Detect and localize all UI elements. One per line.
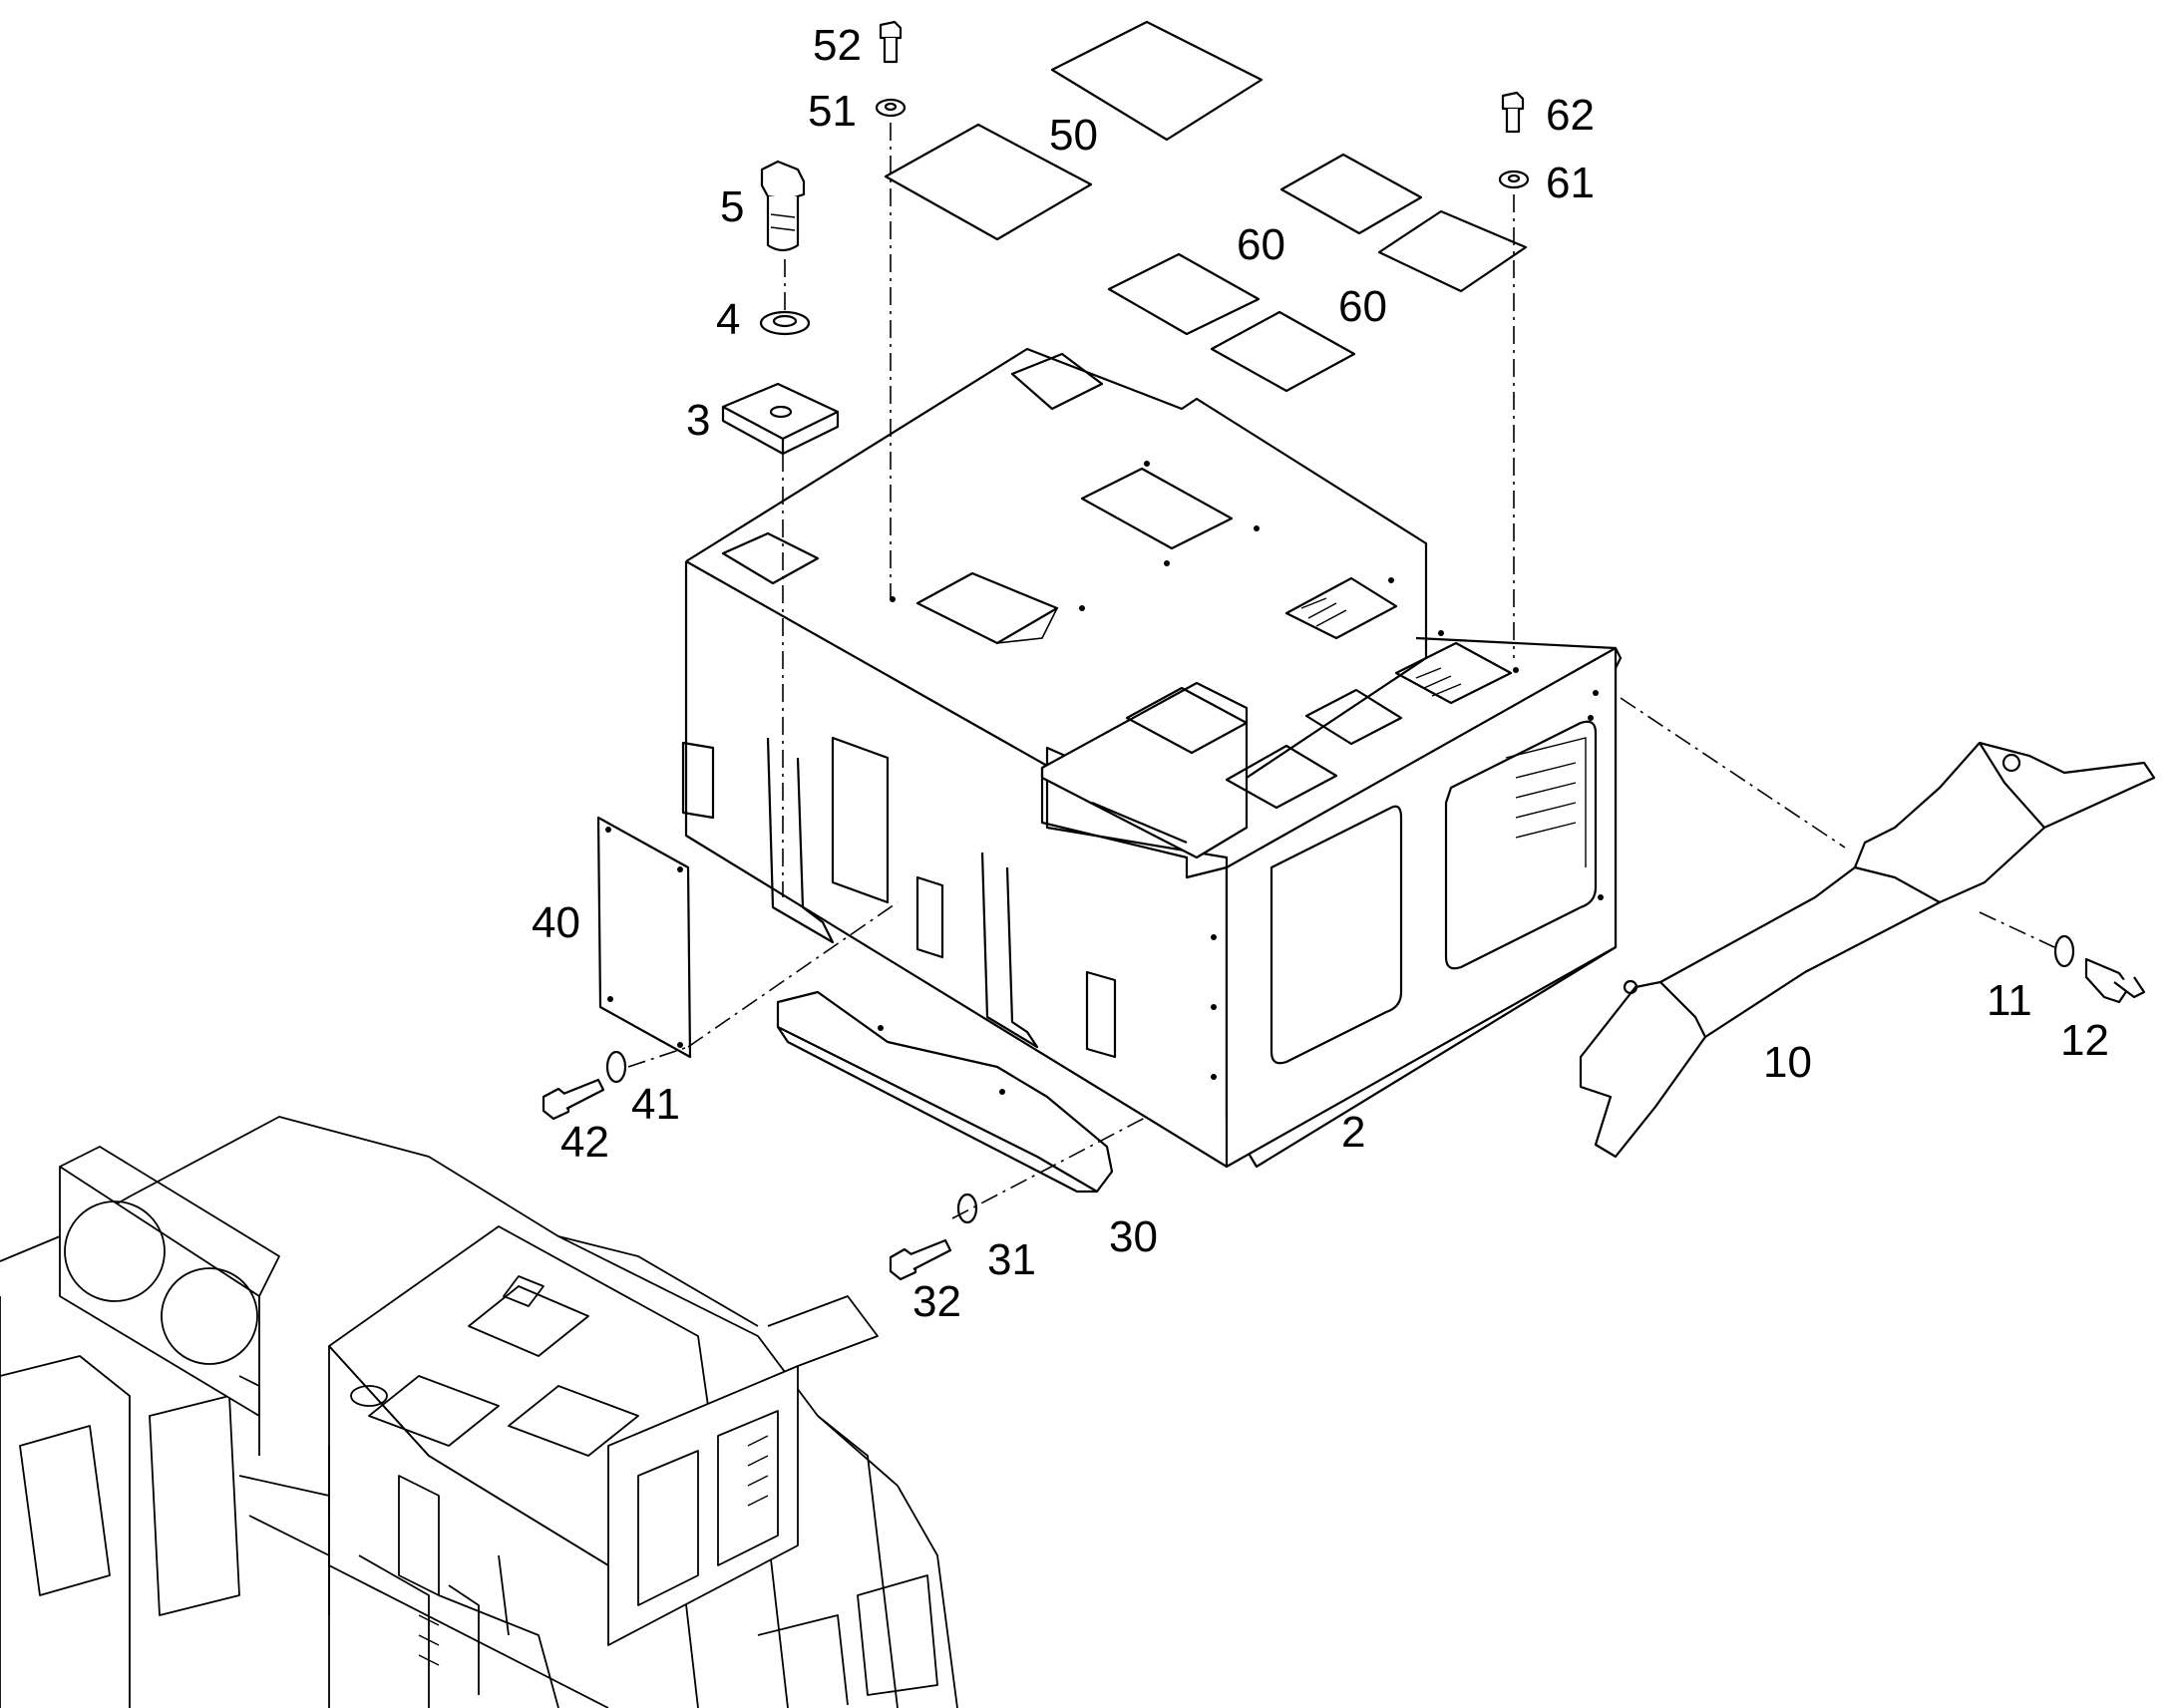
callout-11: 11 <box>1987 976 2032 1025</box>
callout-12: 12 <box>2060 1016 2109 1065</box>
callout-10: 10 <box>1763 1038 1812 1087</box>
callout-50: 50 <box>1049 111 1098 160</box>
callout-5: 5 <box>720 182 744 231</box>
callout-62: 62 <box>1546 91 1595 140</box>
cover-plates-part-60 <box>1107 153 1528 393</box>
plate-part-3 <box>721 382 840 456</box>
callout-32: 32 <box>912 1277 961 1326</box>
callout-2: 2 <box>1341 1108 1365 1157</box>
side-panel-part-40 <box>596 816 692 1059</box>
bolt-part-52 <box>879 20 903 64</box>
callout-31: 31 <box>987 1235 1036 1284</box>
machine-context-view <box>0 1116 958 1708</box>
washer-part-41 <box>605 1050 627 1084</box>
callout-41: 41 <box>631 1080 680 1129</box>
callout-61: 61 <box>1546 159 1595 207</box>
callout-51: 51 <box>808 87 857 136</box>
bolt-part-12 <box>2084 957 2146 1004</box>
washer-part-4 <box>759 310 811 336</box>
assembly-center-lines <box>627 123 2055 1219</box>
callout-labels: 2 3 4 5 10 11 12 30 31 32 40 41 42 50 51… <box>532 21 2109 1326</box>
bolt-part-32 <box>889 1238 952 1281</box>
bolt-part-5 <box>760 160 806 252</box>
bolt-part-42 <box>542 1078 605 1121</box>
callout-60-lower: 60 <box>1338 282 1387 331</box>
main-housing-part-2 <box>681 347 1623 1169</box>
bolt-part-62 <box>1501 91 1525 134</box>
washer-part-61 <box>1498 170 1530 189</box>
callout-3: 3 <box>686 396 710 445</box>
callout-60-upper: 60 <box>1237 220 1285 269</box>
callout-42: 42 <box>560 1118 609 1167</box>
cover-plate-part-50 <box>884 20 1264 241</box>
callout-40: 40 <box>532 898 580 947</box>
washer-part-31 <box>956 1193 978 1224</box>
washer-part-51 <box>875 98 907 118</box>
bottom-rail-part-30 <box>776 990 1114 1194</box>
callout-4: 4 <box>716 295 740 344</box>
washer-part-11 <box>2053 934 2075 968</box>
callout-52: 52 <box>813 21 862 70</box>
callout-30: 30 <box>1109 1212 1158 1261</box>
support-beam-part-10 <box>1579 741 2156 1159</box>
